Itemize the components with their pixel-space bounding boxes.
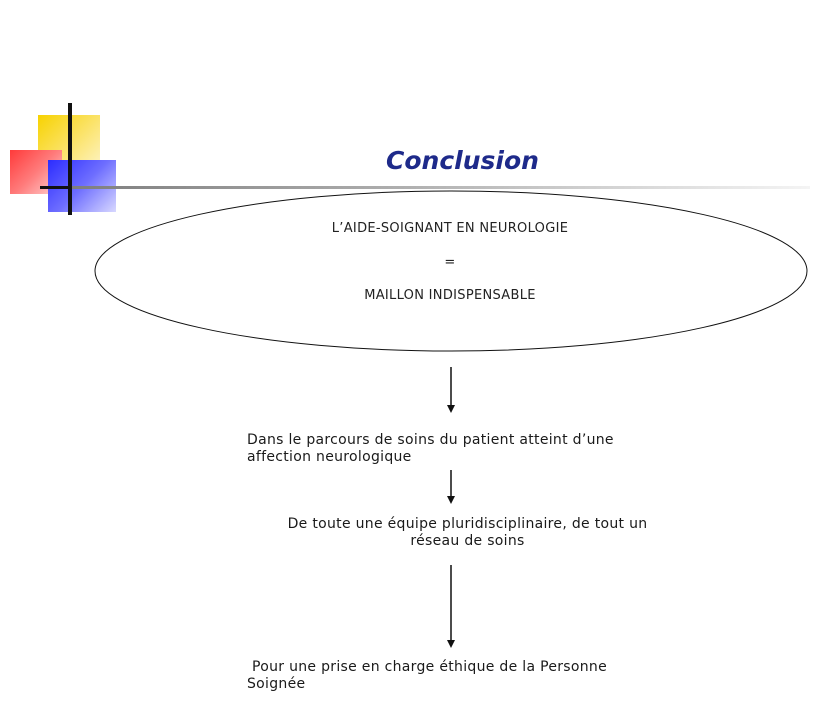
arrow-3 <box>447 565 455 648</box>
slide-title: Conclusion <box>386 146 539 175</box>
arrow-2 <box>447 470 455 504</box>
step-2-line-1: De toute une équipe pluridisciplinaire, … <box>287 516 648 532</box>
step-1-text: Dans le parcours de soins du patient att… <box>247 432 687 466</box>
central-ellipse <box>94 190 808 352</box>
ellipse-line-3: MAILLON INDISPENSABLE <box>364 288 536 303</box>
step-1-line-1: Dans le parcours de soins du patient att… <box>247 432 614 448</box>
step-2-line-2: réseau de soins <box>410 533 525 549</box>
step-3-line-2: Soignée <box>247 676 306 692</box>
title-underline-rule <box>72 186 810 189</box>
vertical-line-decoration <box>68 103 72 215</box>
short-horizontal-line-decoration <box>40 186 68 189</box>
ellipse-equals-sign: = <box>444 255 456 270</box>
step-3-text: Pour une prise en charge éthique de la P… <box>247 659 687 693</box>
ellipse-line-1: L’AIDE-SOIGNANT EN NEUROLOGIE <box>331 221 569 236</box>
step-3-line-1: Pour une prise en charge éthique de la P… <box>252 659 608 675</box>
arrow-1 <box>447 367 455 413</box>
step-1-line-2: affection neurologique <box>247 449 412 465</box>
step-2-text: De toute une équipe pluridisciplinaire, … <box>260 516 675 550</box>
